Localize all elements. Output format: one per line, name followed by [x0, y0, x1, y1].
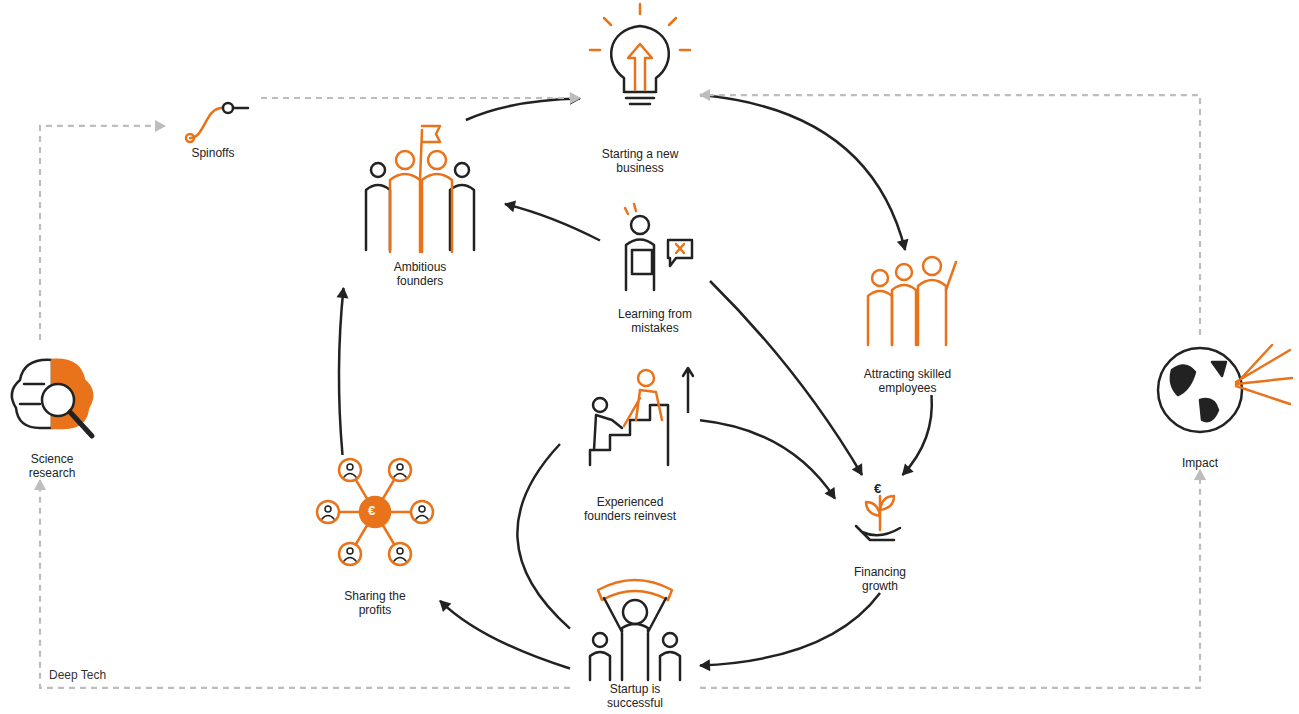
lightbulb-icon: [590, 4, 690, 104]
diagram-node: Spinoffs: [165, 98, 261, 160]
employees-icon: [868, 257, 956, 345]
node-label: Learning from mistakes: [609, 307, 701, 335]
arrow-connector: [339, 288, 344, 455]
node-label: Sharing the profits: [338, 589, 412, 617]
currency-sign: €: [368, 504, 375, 518]
node-label: Science research: [19, 452, 85, 480]
brain-magnifier-icon: [12, 360, 92, 436]
founders-icon: [366, 126, 474, 252]
arrow-connector: [903, 395, 932, 475]
diagram-node: Sharing the profits: [310, 455, 440, 617]
stairs-icon: [590, 368, 693, 465]
spinoff-icon: [186, 103, 248, 142]
dashed-connector: [40, 126, 165, 340]
arrow-connector: [710, 281, 862, 475]
arrow-connector: [517, 444, 570, 629]
dashed-connector: [700, 95, 1200, 335]
currency-sign: €: [874, 482, 881, 496]
diagram-node: Ambitious founders: [335, 120, 505, 288]
node-label: Ambitious founders: [383, 260, 457, 288]
diagram-node: Science research: [2, 340, 102, 480]
node-label: Startup is successful: [596, 682, 674, 710]
diagram-node: Learning from mistakes: [600, 200, 710, 335]
diagram-node: Startup is successful: [570, 562, 700, 710]
arrow-connector: [700, 95, 905, 250]
arrow-connector: [505, 204, 600, 241]
arrow-connector: [466, 99, 580, 121]
node-label: Spinoffs: [176, 146, 250, 160]
dashed-connector: [40, 480, 570, 688]
dashed-connector: [700, 470, 1200, 688]
celebration-icon: [590, 580, 680, 680]
learner-icon: [625, 204, 692, 290]
diagram-node: Attracting skilled employees: [848, 250, 968, 395]
globe-icon: [1158, 345, 1292, 432]
edge-label: Deep Tech: [46, 668, 109, 682]
plant-icon: [856, 496, 900, 540]
dashed-connector: [261, 97, 580, 99]
node-label: Financing growth: [846, 565, 914, 593]
node-label: Attracting skilled employees: [851, 367, 965, 395]
diagram-node: Impact: [1150, 335, 1250, 470]
node-label: Impact: [1168, 456, 1232, 470]
node-label: Experienced founders reinvest: [572, 495, 688, 523]
profit-hub-icon: [317, 459, 433, 565]
node-label: Starting a new business: [597, 147, 683, 175]
diagram-node: Starting a new business: [580, 5, 700, 175]
arrow-connector: [700, 420, 835, 498]
arrow-connector: [700, 593, 880, 666]
diagram-node: Experienced founders reinvest: [560, 365, 700, 523]
